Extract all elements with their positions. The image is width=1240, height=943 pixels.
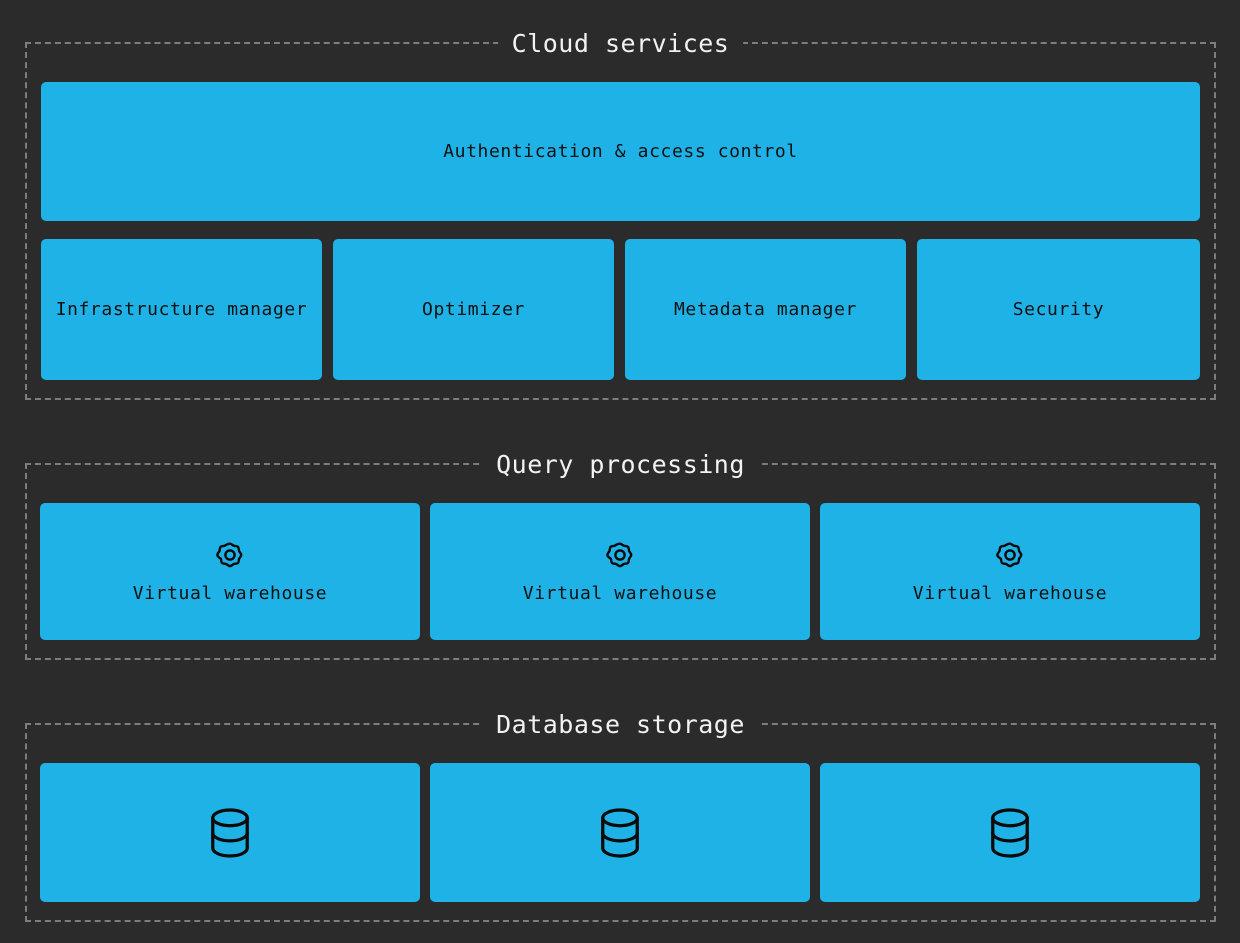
node-label: Virtual warehouse <box>132 583 328 604</box>
database-icon <box>987 807 1033 859</box>
node-label: Optimizer <box>422 298 525 320</box>
node-infrastructure-manager[interactable]: Infrastructure manager <box>41 239 322 380</box>
group-title-cloud-services: Cloud services <box>497 30 744 58</box>
node-virtual-warehouse-2[interactable]: Virtual warehouse <box>430 503 810 640</box>
node-authentication-access-control[interactable]: Authentication & access control <box>41 82 1200 221</box>
gear-icon <box>603 538 637 572</box>
node-label: Infrastructure manager <box>55 298 308 320</box>
group-database-storage: Database storage <box>25 711 1216 922</box>
node-label: Authentication & access control <box>443 140 798 162</box>
group-title-database-storage: Database storage <box>482 711 759 739</box>
node-label: Metadata manager <box>674 298 857 320</box>
node-database-storage-2[interactable] <box>430 763 810 902</box>
node-label: Virtual warehouse <box>522 583 718 604</box>
node-metadata-manager[interactable]: Metadata manager <box>625 239 906 380</box>
database-icon <box>597 807 643 859</box>
group-title-query-processing: Query processing <box>482 451 759 479</box>
node-database-storage-1[interactable] <box>40 763 420 902</box>
node-virtual-warehouse-1[interactable]: Virtual warehouse <box>40 503 420 640</box>
node-label: Virtual warehouse <box>912 583 1108 604</box>
node-label: Security <box>1012 298 1105 320</box>
node-optimizer[interactable]: Optimizer <box>333 239 614 380</box>
gear-icon <box>213 538 247 572</box>
group-cloud-services: Cloud services <box>25 30 1216 400</box>
gear-icon <box>993 538 1027 572</box>
node-virtual-warehouse-3[interactable]: Virtual warehouse <box>820 503 1200 640</box>
database-icon <box>207 807 253 859</box>
node-database-storage-3[interactable] <box>820 763 1200 902</box>
node-security[interactable]: Security <box>917 239 1200 380</box>
group-query-processing: Query processing <box>25 451 1216 660</box>
